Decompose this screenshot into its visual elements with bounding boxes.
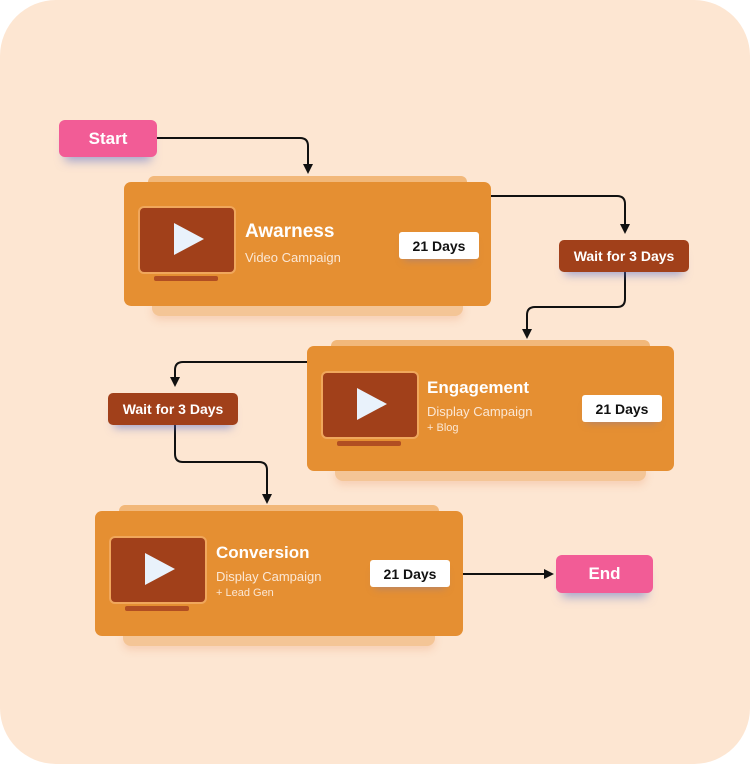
stage-card: Awarness Video Campaign 21 Days (124, 182, 491, 306)
stage-awareness[interactable]: Awarness Video Campaign 21 Days (124, 176, 491, 316)
stage-title: Engagement (427, 378, 530, 397)
stage-subtitle: Display Campaign (216, 569, 322, 584)
video-thumbnail (111, 538, 205, 602)
stage-subtitle: Display Campaign (427, 404, 533, 419)
wait-step[interactable]: Wait for 3 Days (559, 240, 689, 272)
play-icon (174, 223, 204, 255)
stage-detail: + Lead Gen (216, 587, 274, 599)
connector-wait-conversion (174, 425, 272, 504)
connector-start-awareness (157, 137, 313, 174)
wait-step[interactable]: Wait for 3 Days (108, 393, 238, 425)
thumbnail-shadow (125, 606, 189, 611)
video-thumbnail (140, 208, 234, 272)
end-node[interactable]: End (556, 555, 653, 593)
duration-badge: 21 Days (370, 560, 450, 587)
stage-detail: + Blog (427, 422, 459, 434)
connector-awareness-wait (491, 195, 630, 234)
start-node[interactable]: Start (59, 120, 157, 157)
play-icon (357, 388, 387, 420)
connector-engagement-wait (170, 361, 307, 387)
stage-engagement[interactable]: Engagement Display Campaign + Blog 21 Da… (307, 340, 674, 481)
stage-card: Conversion Display Campaign + Lead Gen 2… (95, 511, 463, 636)
video-thumbnail (323, 373, 417, 437)
thumbnail-shadow (337, 441, 401, 446)
thumbnail-shadow (154, 276, 218, 281)
stage-card: Engagement Display Campaign + Blog 21 Da… (307, 346, 674, 471)
stage-title: Awarness (245, 221, 335, 242)
duration-badge: 21 Days (399, 232, 479, 259)
duration-badge: 21 Days (582, 395, 662, 422)
connector-wait-engagement (522, 272, 626, 339)
play-icon (145, 553, 175, 585)
stage-title: Conversion (216, 543, 310, 562)
stage-subtitle: Video Campaign (245, 250, 341, 265)
stage-conversion[interactable]: Conversion Display Campaign + Lead Gen 2… (95, 505, 463, 646)
